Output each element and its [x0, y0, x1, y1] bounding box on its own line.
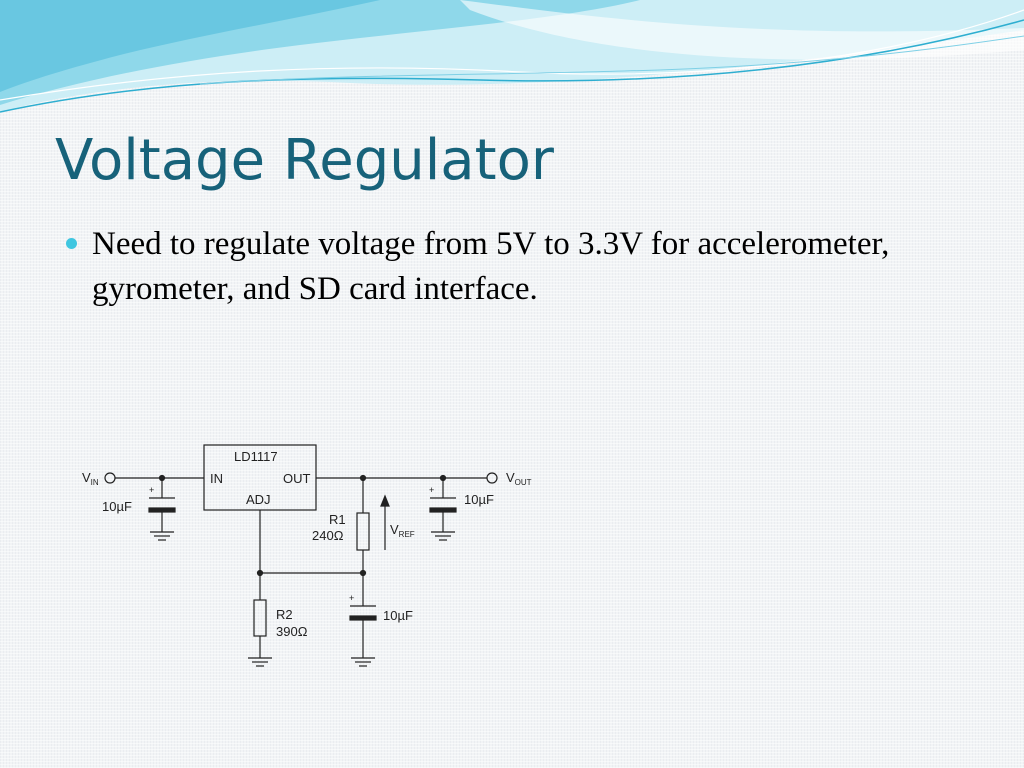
wave-line-1 — [0, 19, 1024, 113]
wave-line-3 — [199, 35, 1024, 85]
vref-subscript: REF — [399, 530, 415, 539]
svg-text:VOUT: VOUT — [506, 470, 532, 487]
slide-title: Voltage Regulator — [55, 128, 554, 193]
cap-adj-label: 10µF — [383, 608, 413, 623]
vin-subscript: IN — [91, 478, 99, 487]
svg-text:VIN: VIN — [82, 470, 99, 487]
bullet-item: Need to regulate voltage from 5V to 3.3V… — [66, 222, 946, 312]
r1-name-label: R1 — [329, 512, 346, 527]
bullet-text: Need to regulate voltage from 5V to 3.3V… — [92, 226, 890, 307]
header-wave-decoration — [0, 0, 1024, 113]
pin-adj-label: ADJ — [246, 492, 271, 507]
svg-text:VREF: VREF — [390, 522, 415, 539]
pin-out-label: OUT — [283, 471, 311, 486]
circuit-diagram: LD1117 IN OUT ADJ VIN VOUT VREF 10µF 10µ… — [82, 444, 532, 667]
r1-value-label: 240Ω — [312, 528, 344, 543]
r2-value-label: 390Ω — [276, 624, 308, 639]
r2-name-label: R2 — [276, 607, 293, 622]
cap-adj-plus: + — [349, 593, 354, 603]
pin-in-label: IN — [210, 471, 223, 486]
cap-in-label: 10µF — [102, 499, 132, 514]
vout-label: V — [506, 470, 515, 485]
bullet-dot-icon — [66, 238, 77, 249]
cap-out-label: 10µF — [464, 492, 494, 507]
r2-resistor — [253, 599, 267, 637]
r1-resistor — [356, 512, 370, 551]
vref-label: V — [390, 522, 399, 537]
ic-name-label: LD1117 — [234, 449, 278, 464]
cap-out-plus: + — [429, 485, 434, 495]
wave-dark — [0, 0, 380, 92]
bullet-list: Need to regulate voltage from 5V to 3.3V… — [66, 222, 946, 312]
vin-label: V — [82, 470, 91, 485]
vin-terminal — [104, 472, 116, 484]
wave-line-2 — [0, 9, 1024, 101]
vout-subscript: OUT — [515, 478, 532, 487]
vout-terminal — [486, 472, 498, 484]
cap-in-plus: + — [149, 485, 154, 495]
wave-streak — [460, 0, 1024, 60]
